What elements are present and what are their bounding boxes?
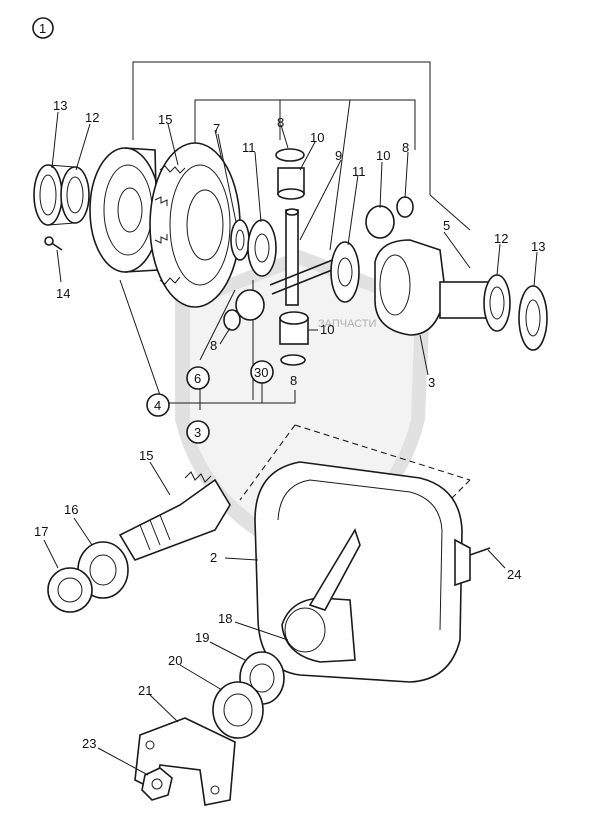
- label-15-lower: 15: [139, 448, 153, 463]
- label-19: 19: [195, 630, 209, 645]
- circled-label-30: 30: [250, 360, 274, 384]
- assembly-dashed-lines: [239, 424, 471, 501]
- lower-left-pinion: [223, 289, 265, 331]
- axle-housing: [254, 461, 471, 683]
- lower-planet-pinion: [279, 311, 309, 366]
- circled-label-3: 3: [186, 420, 210, 444]
- part-number-labels: 13 12 15 7 8 10 9 8 11 10 11 5 12 13 14 …: [34, 98, 545, 751]
- side-gear-right: [330, 241, 360, 303]
- upper-planet-pinion: [275, 148, 305, 200]
- thrust-washer-7: [230, 219, 250, 261]
- label-7: 7: [213, 121, 220, 136]
- right-planet-pinion: [365, 196, 414, 239]
- figure-number-badge: 1: [32, 17, 54, 39]
- label-23: 23: [82, 736, 96, 751]
- label-8-lower-left: 8: [210, 338, 217, 353]
- side-gear-left: [247, 219, 277, 277]
- label-20: 20: [168, 653, 182, 668]
- bolt-24: [469, 547, 491, 556]
- bolt-14: [44, 236, 63, 251]
- left-bearing-assembly: [33, 164, 90, 226]
- circled-label-6: 6: [186, 366, 210, 390]
- watermark-caption: ЗАПЧАСТИ: [318, 318, 376, 330]
- drive-pinion: [118, 471, 231, 561]
- figure-number: 1: [39, 21, 46, 36]
- label-21: 21: [138, 683, 152, 698]
- label-11-right: 11: [352, 164, 366, 179]
- label-11-left: 11: [242, 140, 256, 155]
- leader-lines: [43, 111, 538, 776]
- seal-20: [212, 681, 264, 739]
- label-8-upper: 8: [277, 115, 284, 130]
- label-15-top: 15: [158, 112, 172, 127]
- label-18: 18: [218, 611, 232, 626]
- circled-label-4: 4: [146, 393, 170, 417]
- label-3: 3: [428, 375, 435, 390]
- label-12-left: 12: [85, 110, 99, 125]
- label-24: 24: [507, 567, 521, 582]
- svg-text:3: 3: [194, 425, 201, 440]
- label-5: 5: [443, 218, 450, 233]
- label-13-left: 13: [53, 98, 67, 113]
- label-14: 14: [56, 286, 70, 301]
- nut-23: [141, 767, 173, 801]
- right-bearing-assembly: [483, 274, 548, 351]
- label-8-lower: 8: [290, 373, 297, 388]
- label-10-upper: 10: [310, 130, 324, 145]
- label-16: 16: [64, 502, 78, 517]
- seal-17: [47, 567, 93, 613]
- label-9: 9: [335, 148, 342, 163]
- svg-text:6: 6: [194, 371, 201, 386]
- left-differential-case: [89, 147, 161, 273]
- label-8-right: 8: [402, 140, 409, 155]
- label-17: 17: [34, 524, 48, 539]
- label-10-right: 10: [376, 148, 390, 163]
- label-12-right: 12: [494, 231, 508, 246]
- label-10-lower: 10: [320, 322, 334, 337]
- crown-wheel: [149, 142, 241, 308]
- svg-text:4: 4: [154, 398, 161, 413]
- right-differential-case: [374, 239, 491, 336]
- label-13-right: 13: [531, 239, 545, 254]
- label-2: 2: [210, 550, 217, 565]
- svg-text:30: 30: [254, 365, 268, 380]
